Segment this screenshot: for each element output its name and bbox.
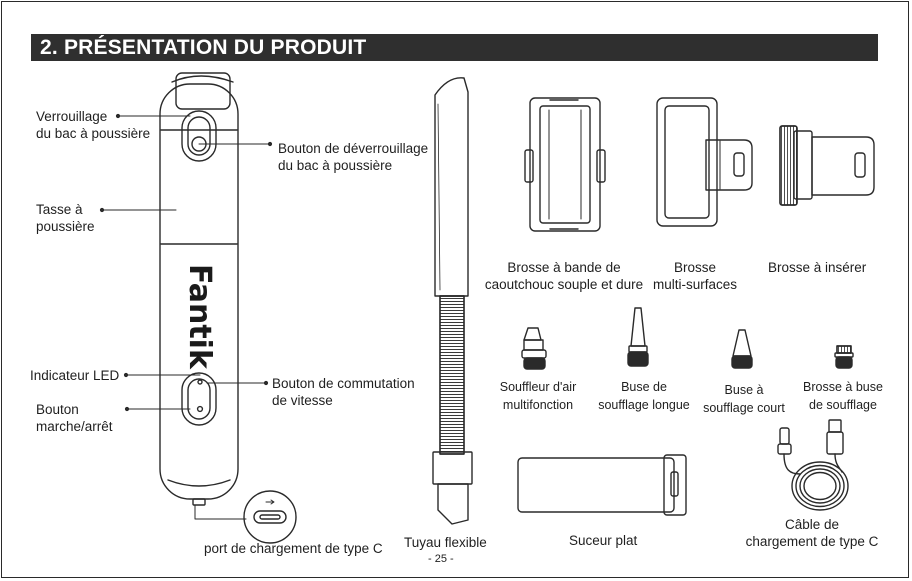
vacuum-body	[159, 72, 239, 506]
multi-surface-brush	[656, 97, 753, 227]
charging-cable	[777, 419, 849, 511]
power-button	[196, 405, 204, 413]
leader-lines	[99, 113, 273, 520]
flexible-hose	[432, 77, 473, 525]
section-title: 2. PRÉSENTATION DU PRODUIT	[31, 34, 878, 61]
speed-switch	[181, 372, 217, 426]
flat-nozzle	[517, 454, 687, 516]
label-insert-brush: Brosse à insérer	[768, 260, 867, 275]
led-dot	[197, 379, 203, 385]
dust-lock	[181, 110, 217, 162]
air-blower-nozzle	[521, 327, 547, 370]
brand-logo: Fantik	[182, 264, 217, 370]
short-nozzle	[731, 329, 753, 369]
rubber-strip-brush	[524, 97, 606, 232]
page-number: - 25 -	[428, 553, 454, 565]
label-led-indicator: Indicateur LED	[30, 368, 120, 383]
label-flat-nozzle: Suceur plat	[569, 533, 638, 548]
label-flexible-hose: Tuyau flexible	[404, 535, 487, 550]
insert-brush	[779, 125, 875, 206]
usb-c-port-zoom	[243, 490, 297, 544]
nozzle-brush	[834, 345, 854, 369]
label-charging-port: port de chargement de type C	[204, 541, 383, 556]
long-nozzle	[627, 307, 649, 367]
